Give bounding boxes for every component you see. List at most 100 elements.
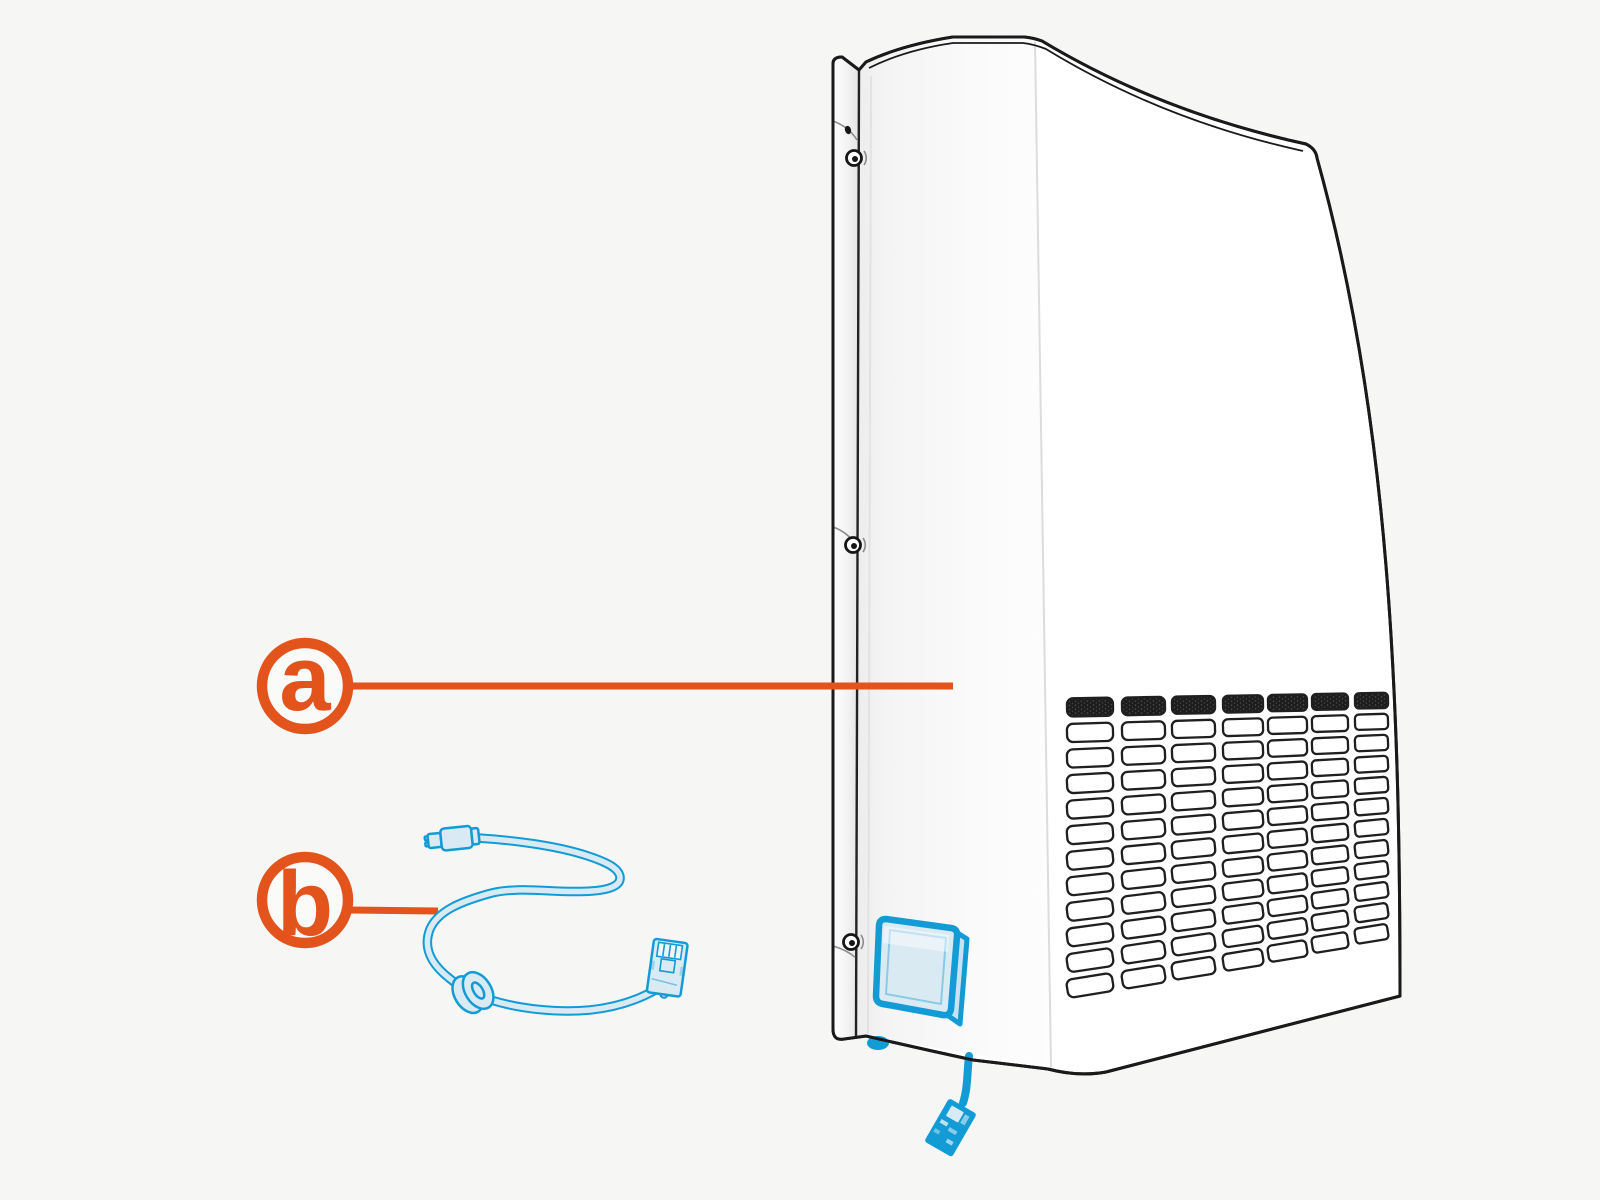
- vent-slot: [1221, 763, 1265, 785]
- vent-grille: [1065, 691, 1390, 999]
- vent-slot-dark: [1353, 691, 1390, 710]
- vent-slot: [1310, 866, 1350, 888]
- callout-a: a: [256, 628, 953, 735]
- top-edge-inner-line: [868, 42, 1304, 152]
- unit-outline: [831, 35, 1402, 1076]
- front-fold-highlight: [867, 75, 872, 1035]
- vent-slot: [1221, 924, 1265, 949]
- rj45-connector: [645, 937, 689, 998]
- mounting-screw-middle: [844, 536, 867, 554]
- vent-slot: [1310, 735, 1350, 756]
- vent-slot: [1170, 908, 1217, 933]
- vent-slot: [1310, 757, 1350, 778]
- vent-slot: [1120, 866, 1167, 891]
- vent-slot: [1120, 915, 1167, 940]
- vent-slot: [1310, 887, 1350, 910]
- callout-a-letter: a: [279, 628, 331, 730]
- callout-b-letter: b: [277, 853, 333, 955]
- flange-hole: [844, 125, 852, 135]
- vent-slot-dark: [1120, 695, 1167, 717]
- vent-slot: [1120, 768, 1167, 791]
- vent-slot: [1266, 782, 1309, 804]
- connection-cable-illustration: [422, 824, 689, 1016]
- vent-slot: [1266, 939, 1309, 963]
- unit-front-face: [856, 37, 1051, 1068]
- vent-slot: [1266, 849, 1309, 872]
- vent-slot: [1170, 955, 1217, 981]
- vent-slot: [1221, 717, 1265, 738]
- vent-slot: [1065, 947, 1115, 973]
- callout-b-leader-line: [350, 906, 439, 915]
- vent-slot: [1065, 922, 1115, 948]
- cable-grommet: [451, 970, 495, 1015]
- vent-slot: [1353, 712, 1390, 732]
- vent-slot: [1353, 859, 1390, 881]
- vent-slot: [1120, 817, 1167, 841]
- vent-slot: [1221, 901, 1265, 925]
- vent-slot: [1170, 766, 1217, 788]
- usb-connector: [423, 824, 481, 852]
- vent-slot: [1170, 861, 1217, 884]
- vent-slot: [1266, 872, 1309, 895]
- vent-slot-dark: [1266, 693, 1309, 713]
- vent-slot-dark: [1221, 694, 1265, 714]
- vent-slot: [1221, 832, 1265, 855]
- vent-slot: [1065, 821, 1115, 846]
- vent-slot: [1065, 972, 1115, 999]
- vent-slot: [1065, 872, 1115, 897]
- vent-slot: [1221, 878, 1265, 902]
- vent-slot: [1266, 917, 1309, 940]
- vent-slot: [1065, 897, 1115, 922]
- mounting-screw-top: [845, 149, 868, 167]
- vent-slot: [1310, 931, 1350, 954]
- vent-slot: [1266, 894, 1309, 918]
- flange-fold-line: [854, 70, 861, 1037]
- vent-slot: [1266, 805, 1309, 827]
- vent-slot-dark: [1065, 696, 1115, 718]
- vent-slot: [1310, 822, 1350, 844]
- vent-slot: [1170, 932, 1217, 957]
- vent-slot: [1353, 796, 1390, 817]
- vent-slot: [1120, 891, 1167, 915]
- vent-slot: [1266, 760, 1309, 781]
- vent-slot: [1065, 771, 1115, 795]
- vent-slot: [1310, 714, 1350, 734]
- callout-b-marker: [256, 851, 354, 949]
- vent-slot: [1221, 786, 1265, 808]
- vent-slot: [1120, 842, 1167, 866]
- vent-slot: [1120, 964, 1167, 990]
- hanging-cable-wire: [959, 1052, 973, 1107]
- vent-slot: [1221, 855, 1265, 878]
- vent-slot: [1353, 817, 1390, 838]
- vent-slot: [1065, 721, 1115, 744]
- vent-slot: [1353, 838, 1390, 860]
- flange-seam-bottom: [832, 945, 857, 959]
- vent-slot: [1170, 884, 1217, 909]
- vent-slot: [1120, 744, 1167, 766]
- vent-slot: [1310, 909, 1350, 932]
- vent-slot: [1266, 738, 1309, 758]
- vent-slot: [1221, 740, 1265, 761]
- mounting-screw-bottom: [842, 933, 865, 951]
- vent-slot: [1266, 715, 1309, 736]
- vent-slot-dark: [1170, 694, 1217, 715]
- connection-cover-sheen: [883, 926, 949, 952]
- vent-slot: [1310, 801, 1350, 822]
- vent-slot: [1120, 720, 1167, 742]
- vent-slot: [1065, 796, 1115, 820]
- vent-slot: [1353, 902, 1390, 924]
- vent-slot: [1120, 939, 1167, 965]
- vent-slot: [1065, 847, 1115, 871]
- vent-slot: [1170, 789, 1217, 812]
- vent-slot: [1310, 779, 1350, 800]
- vent-slot: [1170, 813, 1217, 836]
- vent-slot: [1353, 880, 1390, 902]
- vent-slot: [1353, 754, 1390, 774]
- vent-slot: [1120, 793, 1167, 816]
- vent-slot: [1353, 775, 1390, 796]
- vent-slot: [1266, 827, 1309, 849]
- vent-slot: [1221, 947, 1265, 972]
- callout-b: b: [256, 851, 354, 955]
- vent-slot: [1170, 837, 1217, 860]
